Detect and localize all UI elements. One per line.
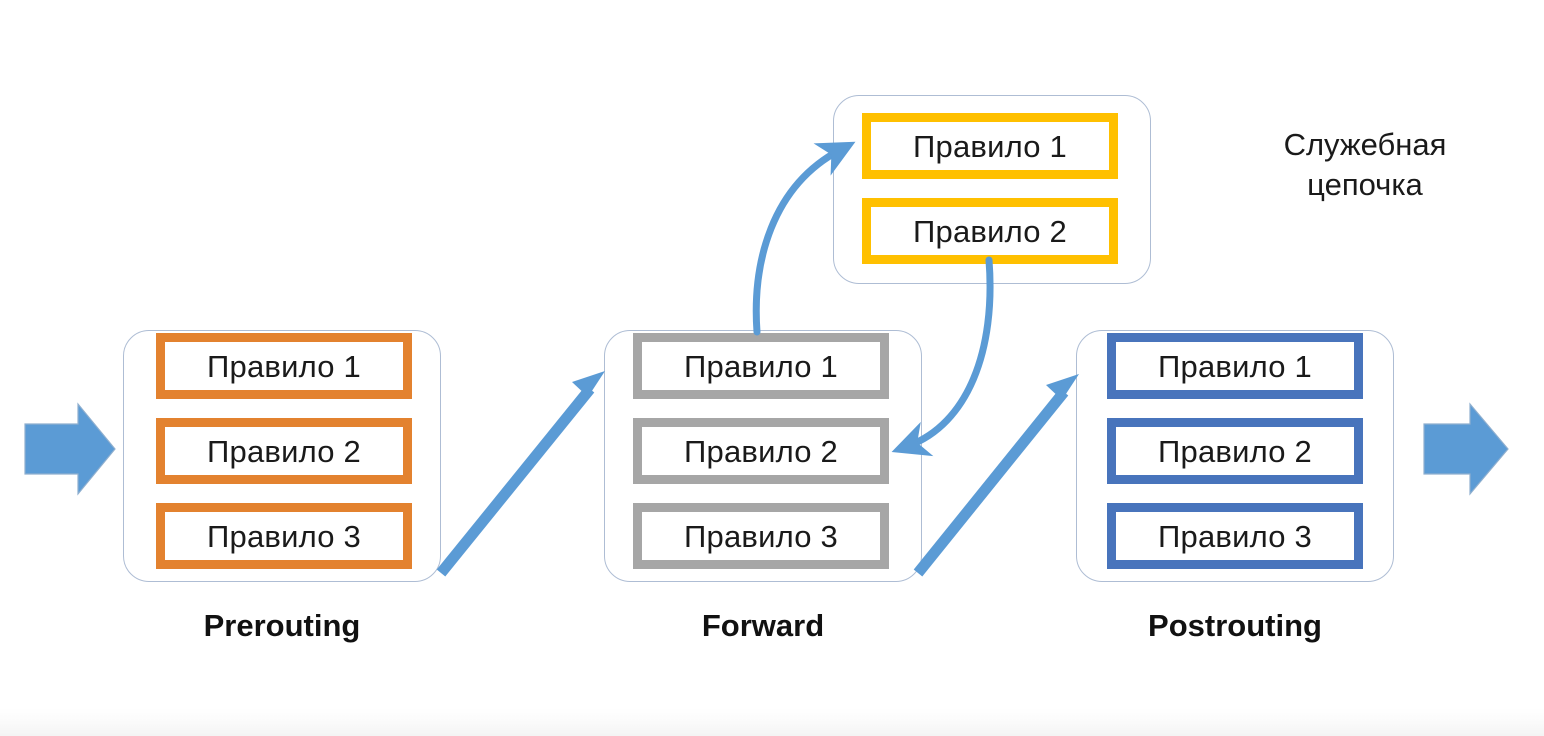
rule-box-postrouting-3[interactable]: Правило 3 bbox=[1107, 503, 1363, 569]
rule-label: Правило 1 bbox=[1158, 348, 1312, 384]
rule-box-postrouting-1[interactable]: Правило 1 bbox=[1107, 333, 1363, 399]
traffic-out-arrow bbox=[1423, 402, 1509, 496]
rule-label: Правило 3 bbox=[684, 518, 838, 554]
chain-container-forward: Правило 1 Правило 2 Правило 3 bbox=[604, 330, 922, 582]
rule-box-service-1[interactable]: Правило 1 bbox=[862, 113, 1118, 179]
rule-label: Правило 2 bbox=[1158, 433, 1312, 469]
arrow-forward-to-postrouting bbox=[913, 374, 1079, 577]
arrow-prerouting-to-forward bbox=[436, 371, 605, 577]
chain-label-postrouting: Postrouting bbox=[1148, 608, 1322, 643]
frame-bottom-strip bbox=[0, 708, 1544, 736]
chain-label-forward: Forward bbox=[701, 608, 825, 643]
rule-label: Правило 1 bbox=[684, 348, 838, 384]
chain-label-prerouting: Prerouting bbox=[203, 608, 361, 643]
rule-box-forward-1[interactable]: Правило 1 bbox=[633, 333, 889, 399]
service-chain-caption-line1: Служебная bbox=[1283, 127, 1447, 162]
rule-box-service-2[interactable]: Правило 2 bbox=[862, 198, 1118, 264]
rule-label: Правило 1 bbox=[913, 128, 1067, 164]
rule-box-prerouting-2[interactable]: Правило 2 bbox=[156, 418, 412, 484]
rule-label: Правило 3 bbox=[1158, 518, 1312, 554]
rule-box-prerouting-3[interactable]: Правило 3 bbox=[156, 503, 412, 569]
rule-box-forward-2[interactable]: Правило 2 bbox=[633, 418, 889, 484]
chain-container-prerouting: Правило 1 Правило 2 Правило 3 bbox=[123, 330, 441, 582]
rule-label: Правило 3 bbox=[207, 518, 361, 554]
rule-label: Правило 2 bbox=[684, 433, 838, 469]
rule-label: Правило 2 bbox=[913, 213, 1067, 249]
service-chain-caption: Служебная цепочка bbox=[1195, 125, 1535, 204]
rule-box-forward-3[interactable]: Правило 3 bbox=[633, 503, 889, 569]
service-chain-caption-line2: цепочка bbox=[1307, 166, 1423, 202]
rule-box-postrouting-2[interactable]: Правило 2 bbox=[1107, 418, 1363, 484]
chain-container-service-chain: Правило 1 Правило 2 bbox=[833, 95, 1151, 284]
rule-label: Правило 1 bbox=[207, 348, 361, 384]
chain-container-postrouting: Правило 1 Правило 2 Правило 3 bbox=[1076, 330, 1394, 582]
rule-label: Правило 2 bbox=[207, 433, 361, 469]
traffic-in-arrow bbox=[24, 402, 116, 496]
rule-box-prerouting-1[interactable]: Правило 1 bbox=[156, 333, 412, 399]
arrow-forward-rule1-to-service-rule1 bbox=[752, 141, 856, 336]
